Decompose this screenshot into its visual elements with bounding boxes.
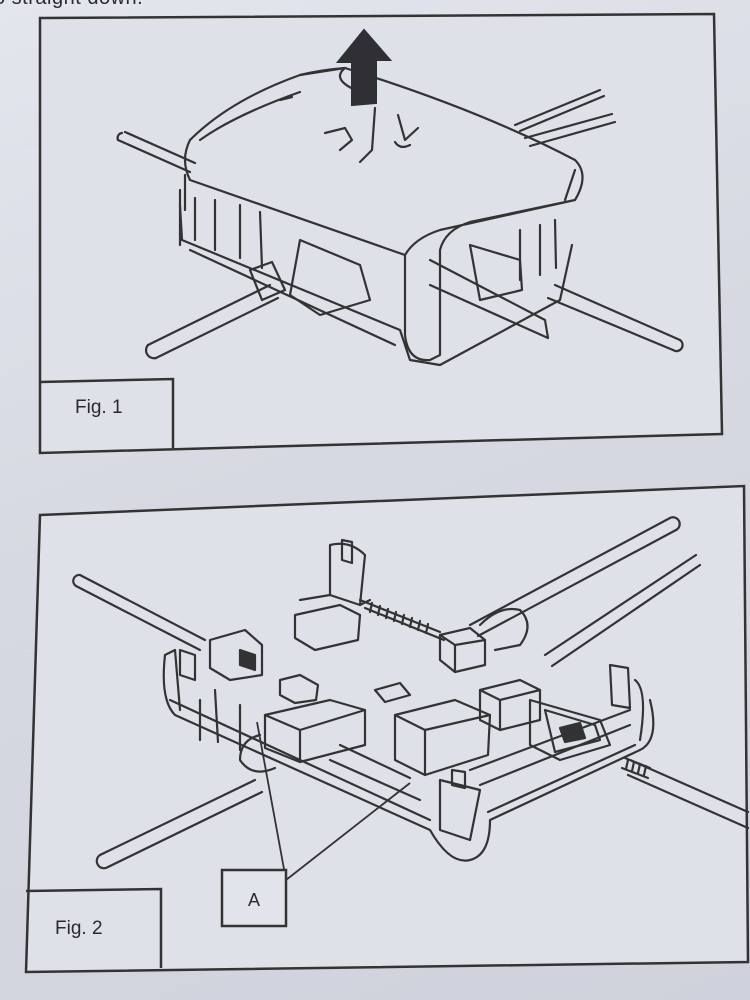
figure-1-frame: [38, 12, 724, 455]
instruction-text: o straight down.: [0, 0, 143, 10]
figure-2-frame: [24, 484, 750, 974]
figure-2-open-box: [72, 516, 750, 870]
figure-2-label: Fig. 2: [55, 918, 103, 939]
callout-a-leaders: [220, 721, 411, 928]
figure-1-label: Fig. 1: [75, 397, 123, 418]
figure-1-junction-box: [116, 66, 684, 367]
arrow-up-icon: [335, 28, 393, 107]
callout-a-label: A: [248, 890, 261, 910]
